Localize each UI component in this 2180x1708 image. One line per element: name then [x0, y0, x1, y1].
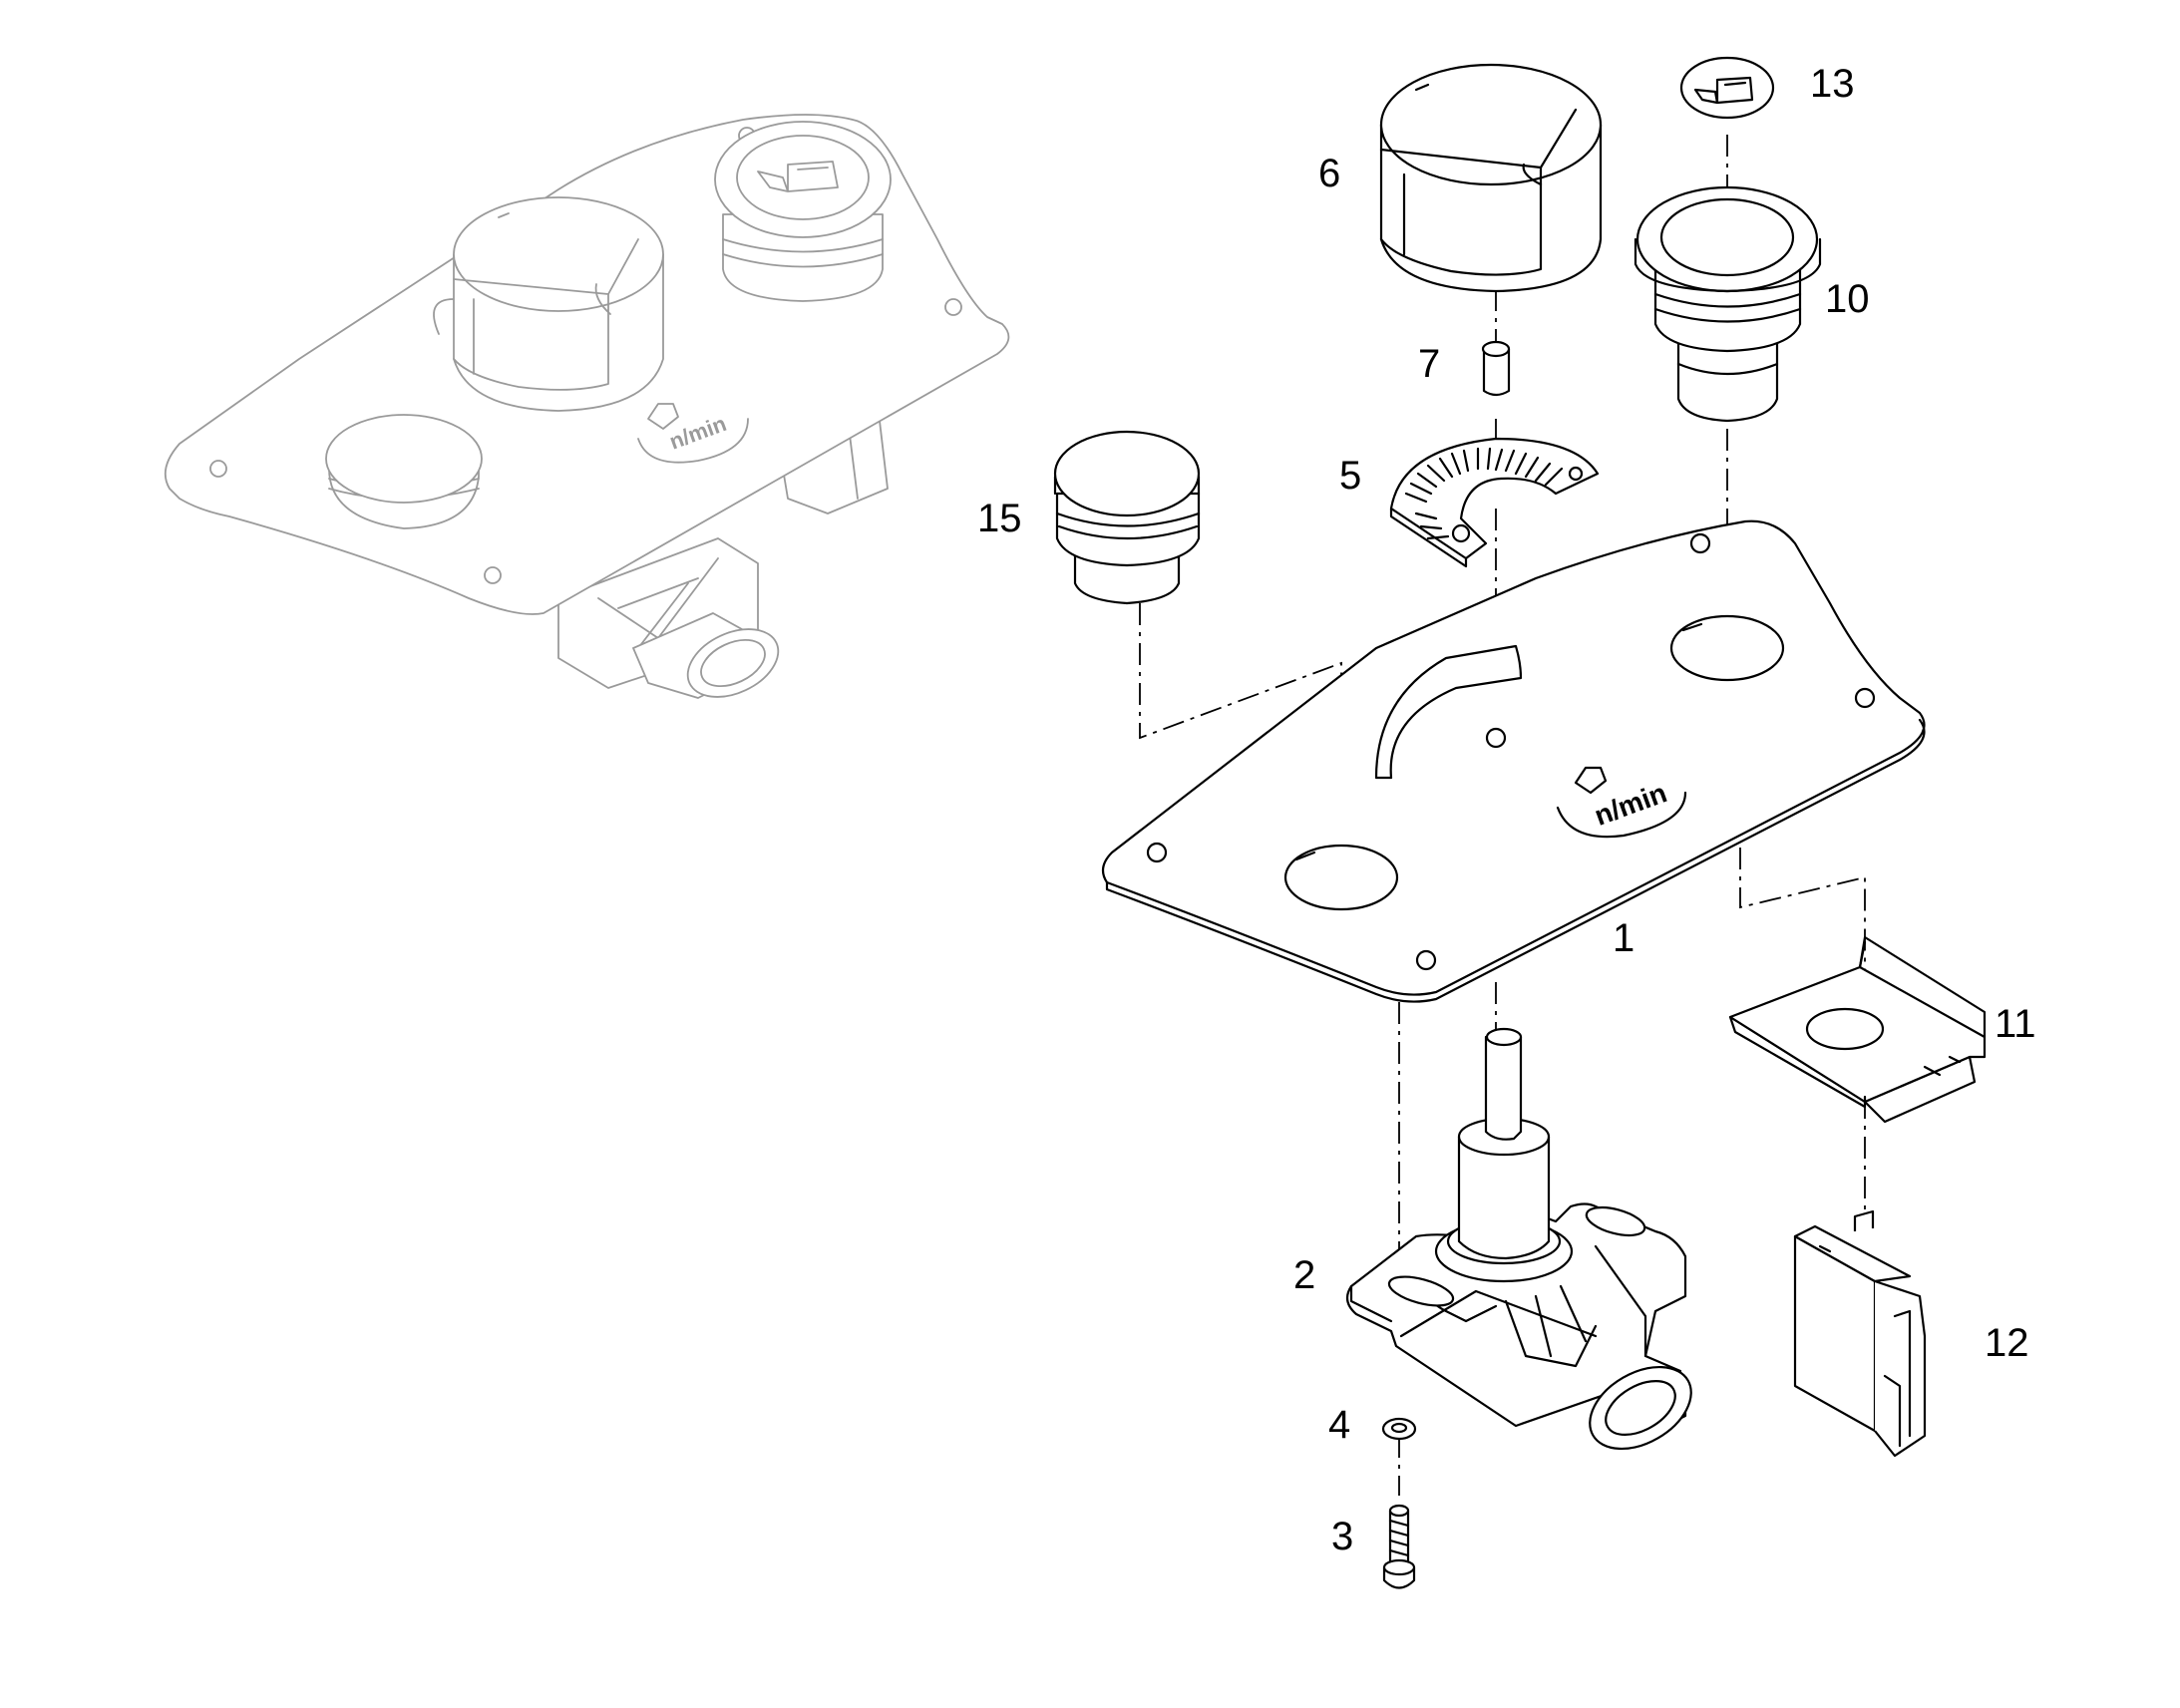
- part-1-panel-plate: n/min: [1101, 519, 1926, 1003]
- part-15-round-button: [1053, 430, 1201, 605]
- assembled-panel-view: n/min: [164, 114, 1010, 699]
- part-13-horn-cap: [1679, 56, 1775, 120]
- callout-3: 3: [1331, 1515, 1353, 1558]
- callout-13: 13: [1810, 62, 1855, 106]
- part-3-screw: [1382, 1504, 1416, 1589]
- part-6-rotary-knob: [1379, 63, 1603, 293]
- part-11-clip-bracket: [1728, 935, 1987, 1124]
- part-10-horn-button: [1634, 185, 1822, 423]
- callout-12: 12: [1985, 1321, 2029, 1365]
- part-12-contact-clip: [1793, 1209, 1927, 1458]
- part-2-sensor-switch: [1345, 1027, 1692, 1451]
- callout-11: 11: [1995, 1002, 2036, 1046]
- callout-10: 10: [1825, 277, 1870, 321]
- callout-labels: 1 2 3 4 5 6 7 10 11 12 13 15: [977, 62, 2036, 1558]
- callout-15: 15: [977, 497, 1022, 540]
- assembled-round-button: [325, 414, 483, 529]
- callout-1: 1: [1613, 916, 1635, 960]
- callout-7: 7: [1418, 342, 1440, 386]
- part-7-pin: [1481, 340, 1511, 397]
- callout-5: 5: [1339, 454, 1361, 498]
- callout-6: 6: [1318, 152, 1340, 195]
- assembled-horn-button: [714, 121, 892, 302]
- callout-2: 2: [1293, 1253, 1315, 1297]
- part-5-index-ring: [1389, 437, 1600, 568]
- part-4-washer: [1381, 1417, 1417, 1441]
- callout-4: 4: [1328, 1403, 1350, 1447]
- assembled-rotary-knob: [433, 196, 664, 412]
